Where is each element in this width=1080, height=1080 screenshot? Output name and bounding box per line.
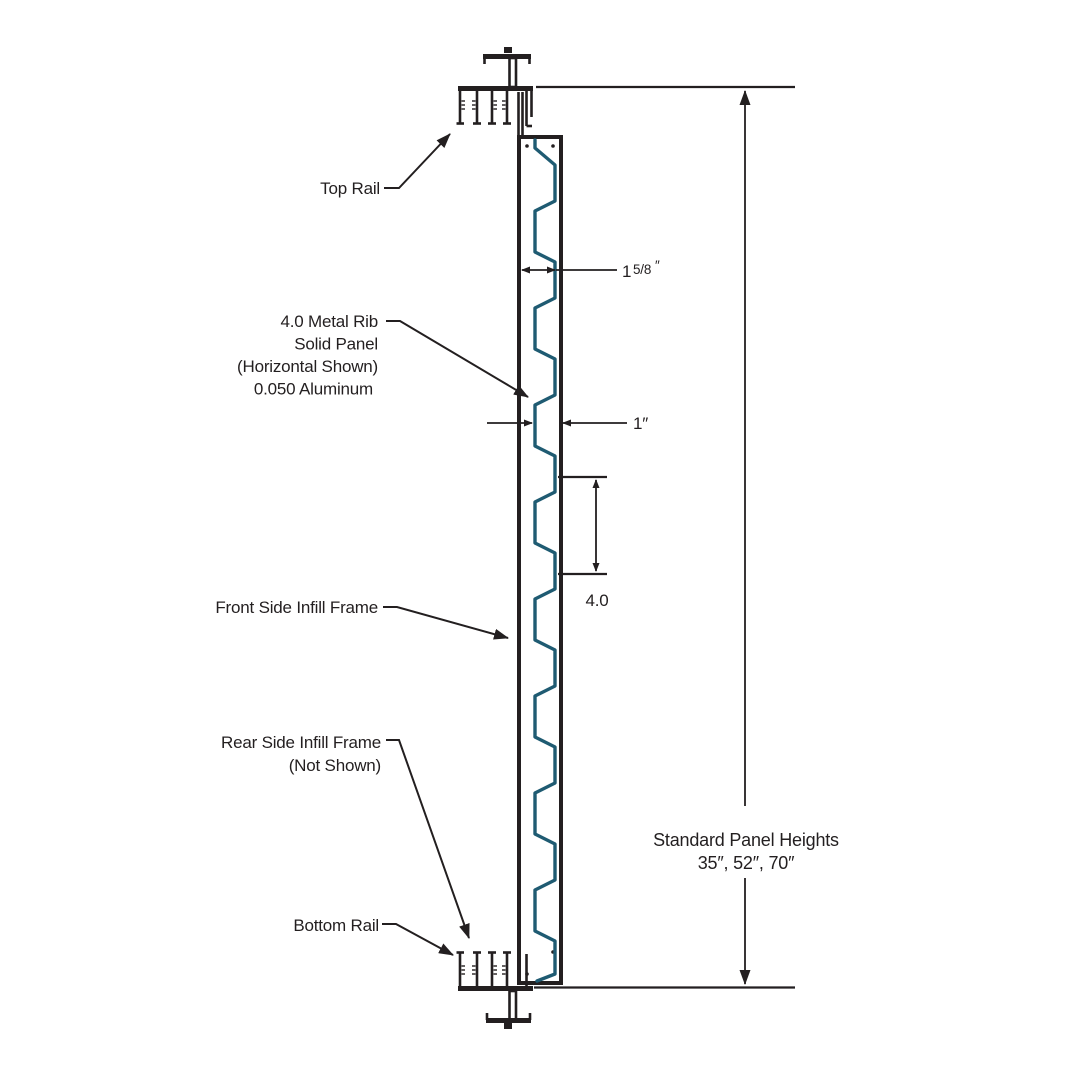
top-rail-profile	[456, 47, 533, 140]
labels: Top Rail 4.0 Metal Rib Solid Panel (Hori…	[215, 179, 839, 935]
svg-text:Standard Panel Heights: Standard Panel Heights	[653, 830, 839, 850]
dim-text-rib-pitch: 4.0	[585, 591, 608, 610]
svg-text:Rear Side Infill Frame: Rear Side Infill Frame	[221, 733, 381, 752]
dim-text-panel-thickness: 1 5/8 ″	[622, 258, 660, 281]
bottom-rail-profile	[456, 951, 533, 1029]
svg-text:(Horizontal Shown): (Horizontal Shown)	[237, 357, 378, 376]
leader-rear-infill	[386, 739, 470, 939]
label-panel-heights: Standard Panel Heights 35″, 52″, 70″	[653, 830, 839, 873]
top-rail-cap-bump	[504, 47, 512, 53]
dim-panel-height	[534, 85, 795, 989]
label-metal-rib: 4.0 Metal Rib Solid Panel (Horizontal Sh…	[237, 312, 378, 399]
svg-text:(Not Shown): (Not Shown)	[289, 756, 381, 775]
top-rail-serrations	[461, 100, 506, 110]
svg-text:0.050 Aluminum: 0.050 Aluminum	[254, 380, 373, 399]
dim-rib-pitch	[558, 475, 607, 576]
svg-text:1: 1	[622, 262, 631, 281]
label-bottom-rail: Bottom Rail	[293, 916, 379, 935]
metal-rib-profile	[533, 138, 557, 983]
bottom-rail-foot-bump	[504, 1023, 512, 1029]
svg-text:5/8: 5/8	[633, 262, 651, 277]
label-rear-infill: Rear Side Infill Frame (Not Shown)	[221, 733, 381, 775]
dim-text-rib-depth: 1″	[633, 414, 648, 433]
leader-metal-rib	[386, 320, 529, 398]
svg-text:4.0 Metal Rib: 4.0 Metal Rib	[280, 312, 378, 331]
bottom-rail-serrations	[461, 965, 506, 975]
leader-bottom-rail	[382, 923, 454, 956]
svg-text:Solid Panel: Solid Panel	[294, 335, 378, 354]
leader-lines	[382, 133, 529, 956]
label-top-rail: Top Rail	[320, 179, 380, 198]
dimensions	[487, 85, 795, 989]
svg-text:35″, 52″, 70″: 35″, 52″, 70″	[698, 853, 795, 873]
leader-front-infill	[383, 606, 509, 640]
label-front-infill: Front Side Infill Frame	[215, 598, 378, 617]
svg-text:″: ″	[655, 258, 660, 273]
leader-top-rail	[384, 133, 451, 189]
